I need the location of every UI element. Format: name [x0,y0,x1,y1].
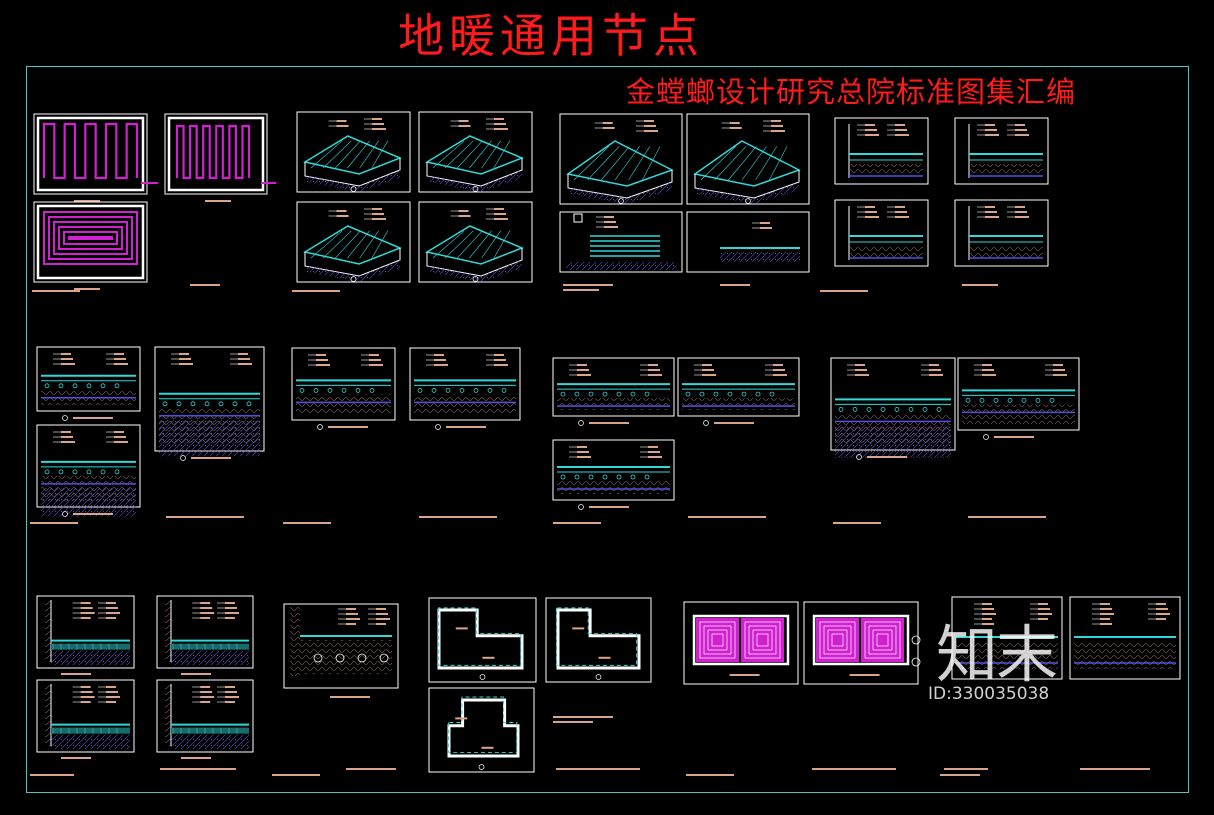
floor-section-detail [36,424,141,517]
wall-junction-detail [834,117,929,185]
isometric-floor-detail [559,113,683,205]
drawing-frame [26,66,1189,793]
floor-section-detail [951,596,1063,680]
floor-section-detail [830,357,956,460]
floor-section-detail [291,347,396,430]
floor-section-detail [957,357,1080,440]
pipe-layout-plan [33,113,158,202]
floor-section-detail [1069,596,1181,680]
room-plan-outline [545,597,652,683]
watermark-logo: 知末 [936,618,1058,691]
wall-junction-detail [954,117,1049,185]
drawing-title: 地暖通用节点 [398,9,704,63]
drawing-subtitle: 金螳螂设计研究总院标准图集汇编 [626,75,1077,109]
wall-junction-detail [954,199,1049,267]
floor-section-detail [677,357,800,426]
wall-junction-detail [156,679,254,759]
floor-section-detail [559,211,683,291]
isometric-floor-detail [296,111,411,193]
floor-section-detail [36,346,141,421]
panel-heating-plan [683,601,799,685]
floor-section-detail [409,347,521,430]
floor-section-detail [686,211,810,286]
wall-junction-detail [834,199,929,267]
isometric-floor-detail [686,113,810,205]
isometric-floor-detail [418,111,533,193]
watermark-id: ID:330035038 [928,684,1050,704]
pipe-spiral-plan [33,201,148,290]
wall-junction-detail [156,595,254,675]
watermark: 知末 ID:330035038 [928,618,1096,710]
wall-junction-detail [36,595,135,675]
room-plan-outline [428,597,537,683]
isometric-floor-detail [296,201,411,283]
wall-junction-detail [283,603,399,698]
isometric-floor-detail [418,201,533,283]
floor-section-detail [552,439,675,510]
wall-junction-detail [36,679,135,759]
floor-section-detail [154,346,265,461]
pipe-layout-plan [164,113,277,202]
room-plan-outline [428,687,535,773]
floor-section-detail [552,357,675,426]
panel-heating-plan [803,601,919,685]
